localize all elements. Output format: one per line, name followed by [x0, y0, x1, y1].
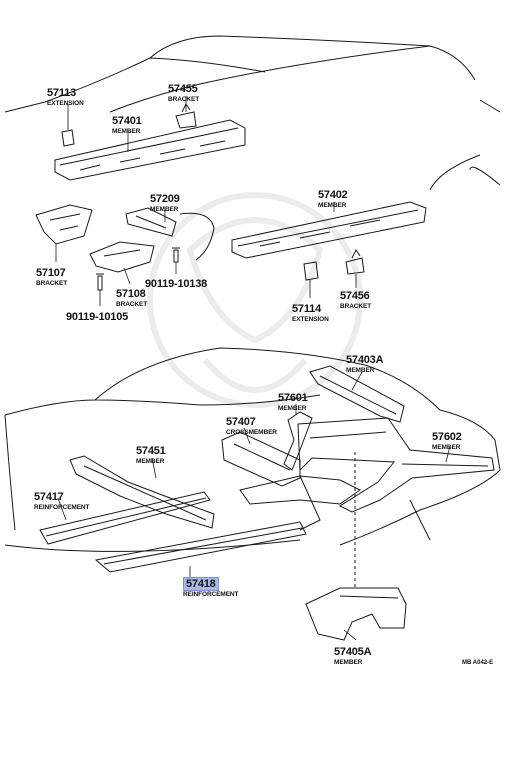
extension-57113-shape — [61, 129, 75, 147]
reinforcement-57418-shape — [94, 521, 307, 573]
bolt-90119-10105-shape — [96, 273, 104, 291]
label-90119-10138: 90119-10138 — [145, 278, 208, 290]
member-57402-shape — [231, 201, 427, 259]
member-57403A-shape — [309, 365, 405, 423]
watermark-emblem — [147, 192, 363, 408]
bracket-57456-shape — [345, 249, 365, 275]
label-90119-10105: 90119-10105 — [66, 311, 129, 323]
bracket-57108-shape — [89, 241, 155, 273]
member-57602-shape — [297, 417, 495, 513]
reinforcement-57417-shape — [39, 491, 211, 545]
member-57401-shape — [54, 119, 246, 181]
extension-57114-shape — [303, 261, 319, 281]
member-57601-shape — [283, 411, 313, 471]
member-57209-shape — [125, 207, 215, 261]
bolt-90119-10138-shape — [172, 247, 180, 263]
leader-lines — [55, 96, 451, 641]
lower-car-outline — [4, 347, 501, 552]
crossmember-57407-shape — [221, 431, 301, 487]
center-frame-shape — [239, 475, 361, 531]
drawing-code: MB A042-E — [462, 660, 494, 666]
member-57451-shape — [69, 455, 215, 529]
bracket-57107-shape — [35, 204, 93, 245]
member-57405A-shape — [305, 587, 407, 641]
upper-car-outline — [4, 35, 501, 191]
